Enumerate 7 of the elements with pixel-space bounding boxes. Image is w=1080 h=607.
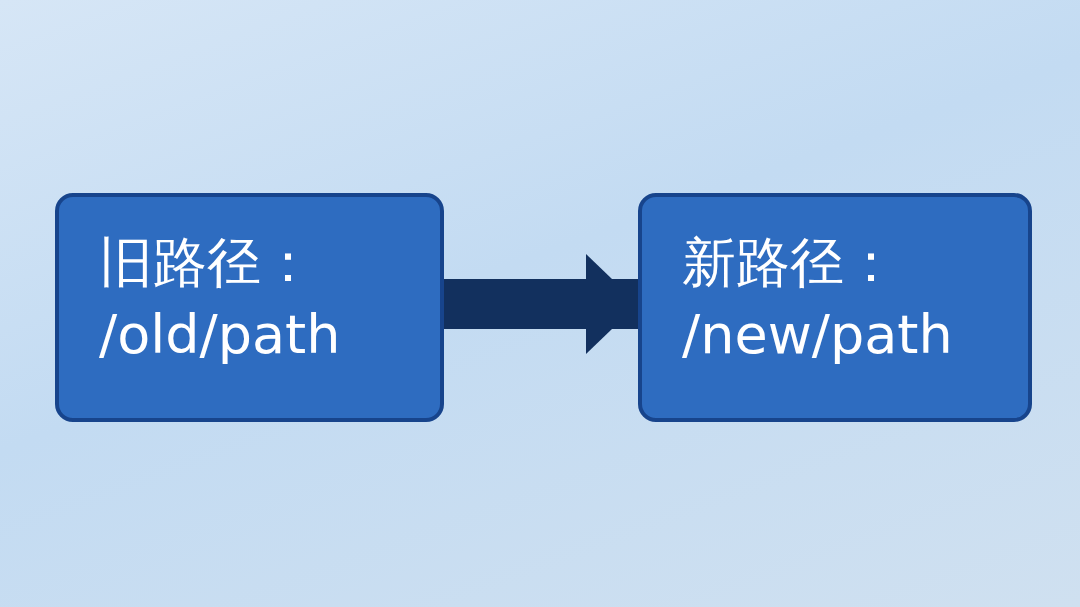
arrow xyxy=(444,254,638,354)
process-box xyxy=(638,193,1032,422)
process-box xyxy=(55,193,444,422)
path-text: /old/path xyxy=(99,302,341,368)
path-text: /new/path xyxy=(682,302,953,368)
box-heading: 旧路径： xyxy=(99,230,315,296)
box-heading: 新路径： xyxy=(682,230,898,296)
